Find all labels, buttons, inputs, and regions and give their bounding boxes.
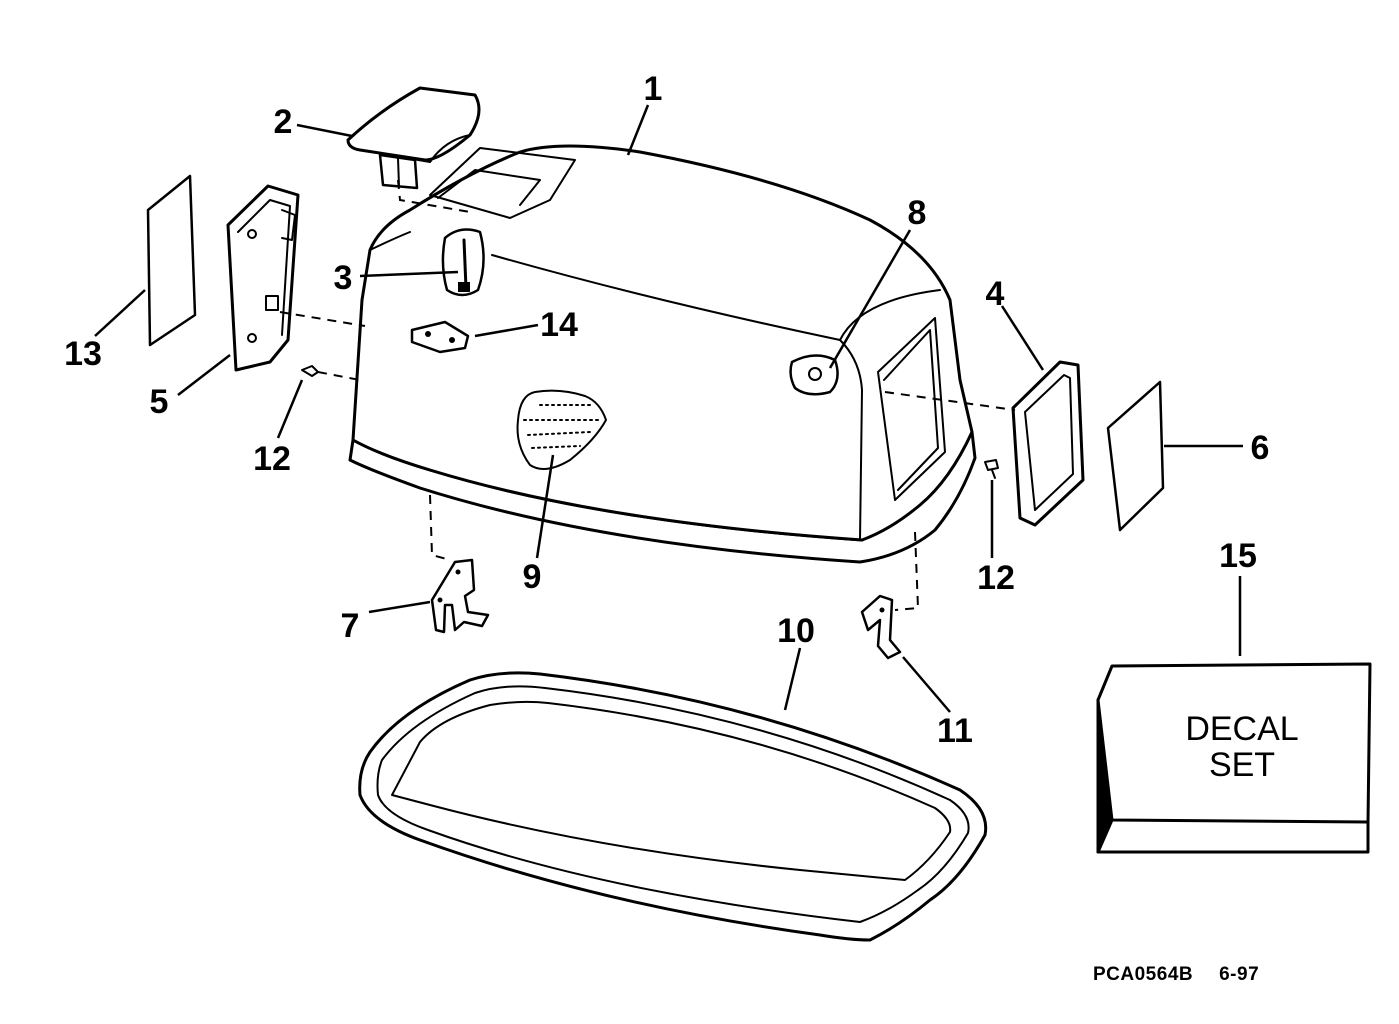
engine-cover [348,144,977,564]
bracket-part-7 [430,558,490,634]
decal-panel-part [146,174,197,347]
callout-15: 15 [1219,537,1257,575]
callout-9: 9 [523,558,542,596]
window-frame-part [1011,360,1085,527]
callout-5: 5 [150,383,169,421]
callout-12-right: 12 [977,559,1015,597]
handle-part [346,86,481,190]
decal-set-box: DECAL SET [1096,662,1372,854]
callout-14: 14 [540,306,578,344]
callout-10: 10 [777,612,815,650]
decal-set-line1: DECAL [1185,710,1298,748]
decal-set-line2: SET [1209,746,1275,784]
callout-11: 11 [937,712,973,750]
leader-lines [94,104,1243,713]
callout-3: 3 [334,259,353,297]
callout-8: 8 [908,194,927,232]
side-plate-part [226,184,300,372]
callout-2: 2 [274,103,293,141]
figure-footer: PCA0564B 6-97 [1093,964,1285,986]
callout-6: 6 [1251,429,1270,467]
callout-labels: 1 2 3 4 5 6 7 8 9 10 11 12 12 13 14 15 [64,70,1269,750]
callout-13: 13 [64,335,102,373]
callout-4: 4 [986,275,1005,313]
assembly-lines [279,179,1016,611]
figure-code: PCA0564B [1093,964,1194,985]
bracket-part-11 [860,594,902,660]
seal-ring-part [358,671,988,942]
screw-part [301,365,999,479]
callout-12-left: 12 [253,440,291,478]
callout-7: 7 [341,607,360,645]
window-panel-part [1106,380,1165,532]
figure-date: 6-97 [1219,964,1260,985]
callout-1: 1 [644,70,663,108]
